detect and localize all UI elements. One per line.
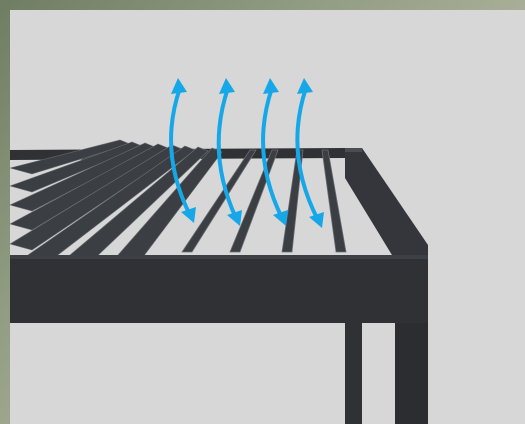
louver-slat-open	[322, 150, 346, 252]
pergola-front-beam	[10, 255, 428, 323]
pergola-illustration	[10, 10, 525, 424]
pergola-leg-inner	[345, 320, 362, 424]
pergola-side-beam	[345, 148, 428, 260]
louver-slat-open	[230, 150, 278, 252]
illustration-panel	[10, 10, 525, 424]
front-beam-top-edge	[10, 255, 428, 259]
louver-slats	[10, 140, 346, 261]
side-beam-top	[345, 148, 362, 152]
